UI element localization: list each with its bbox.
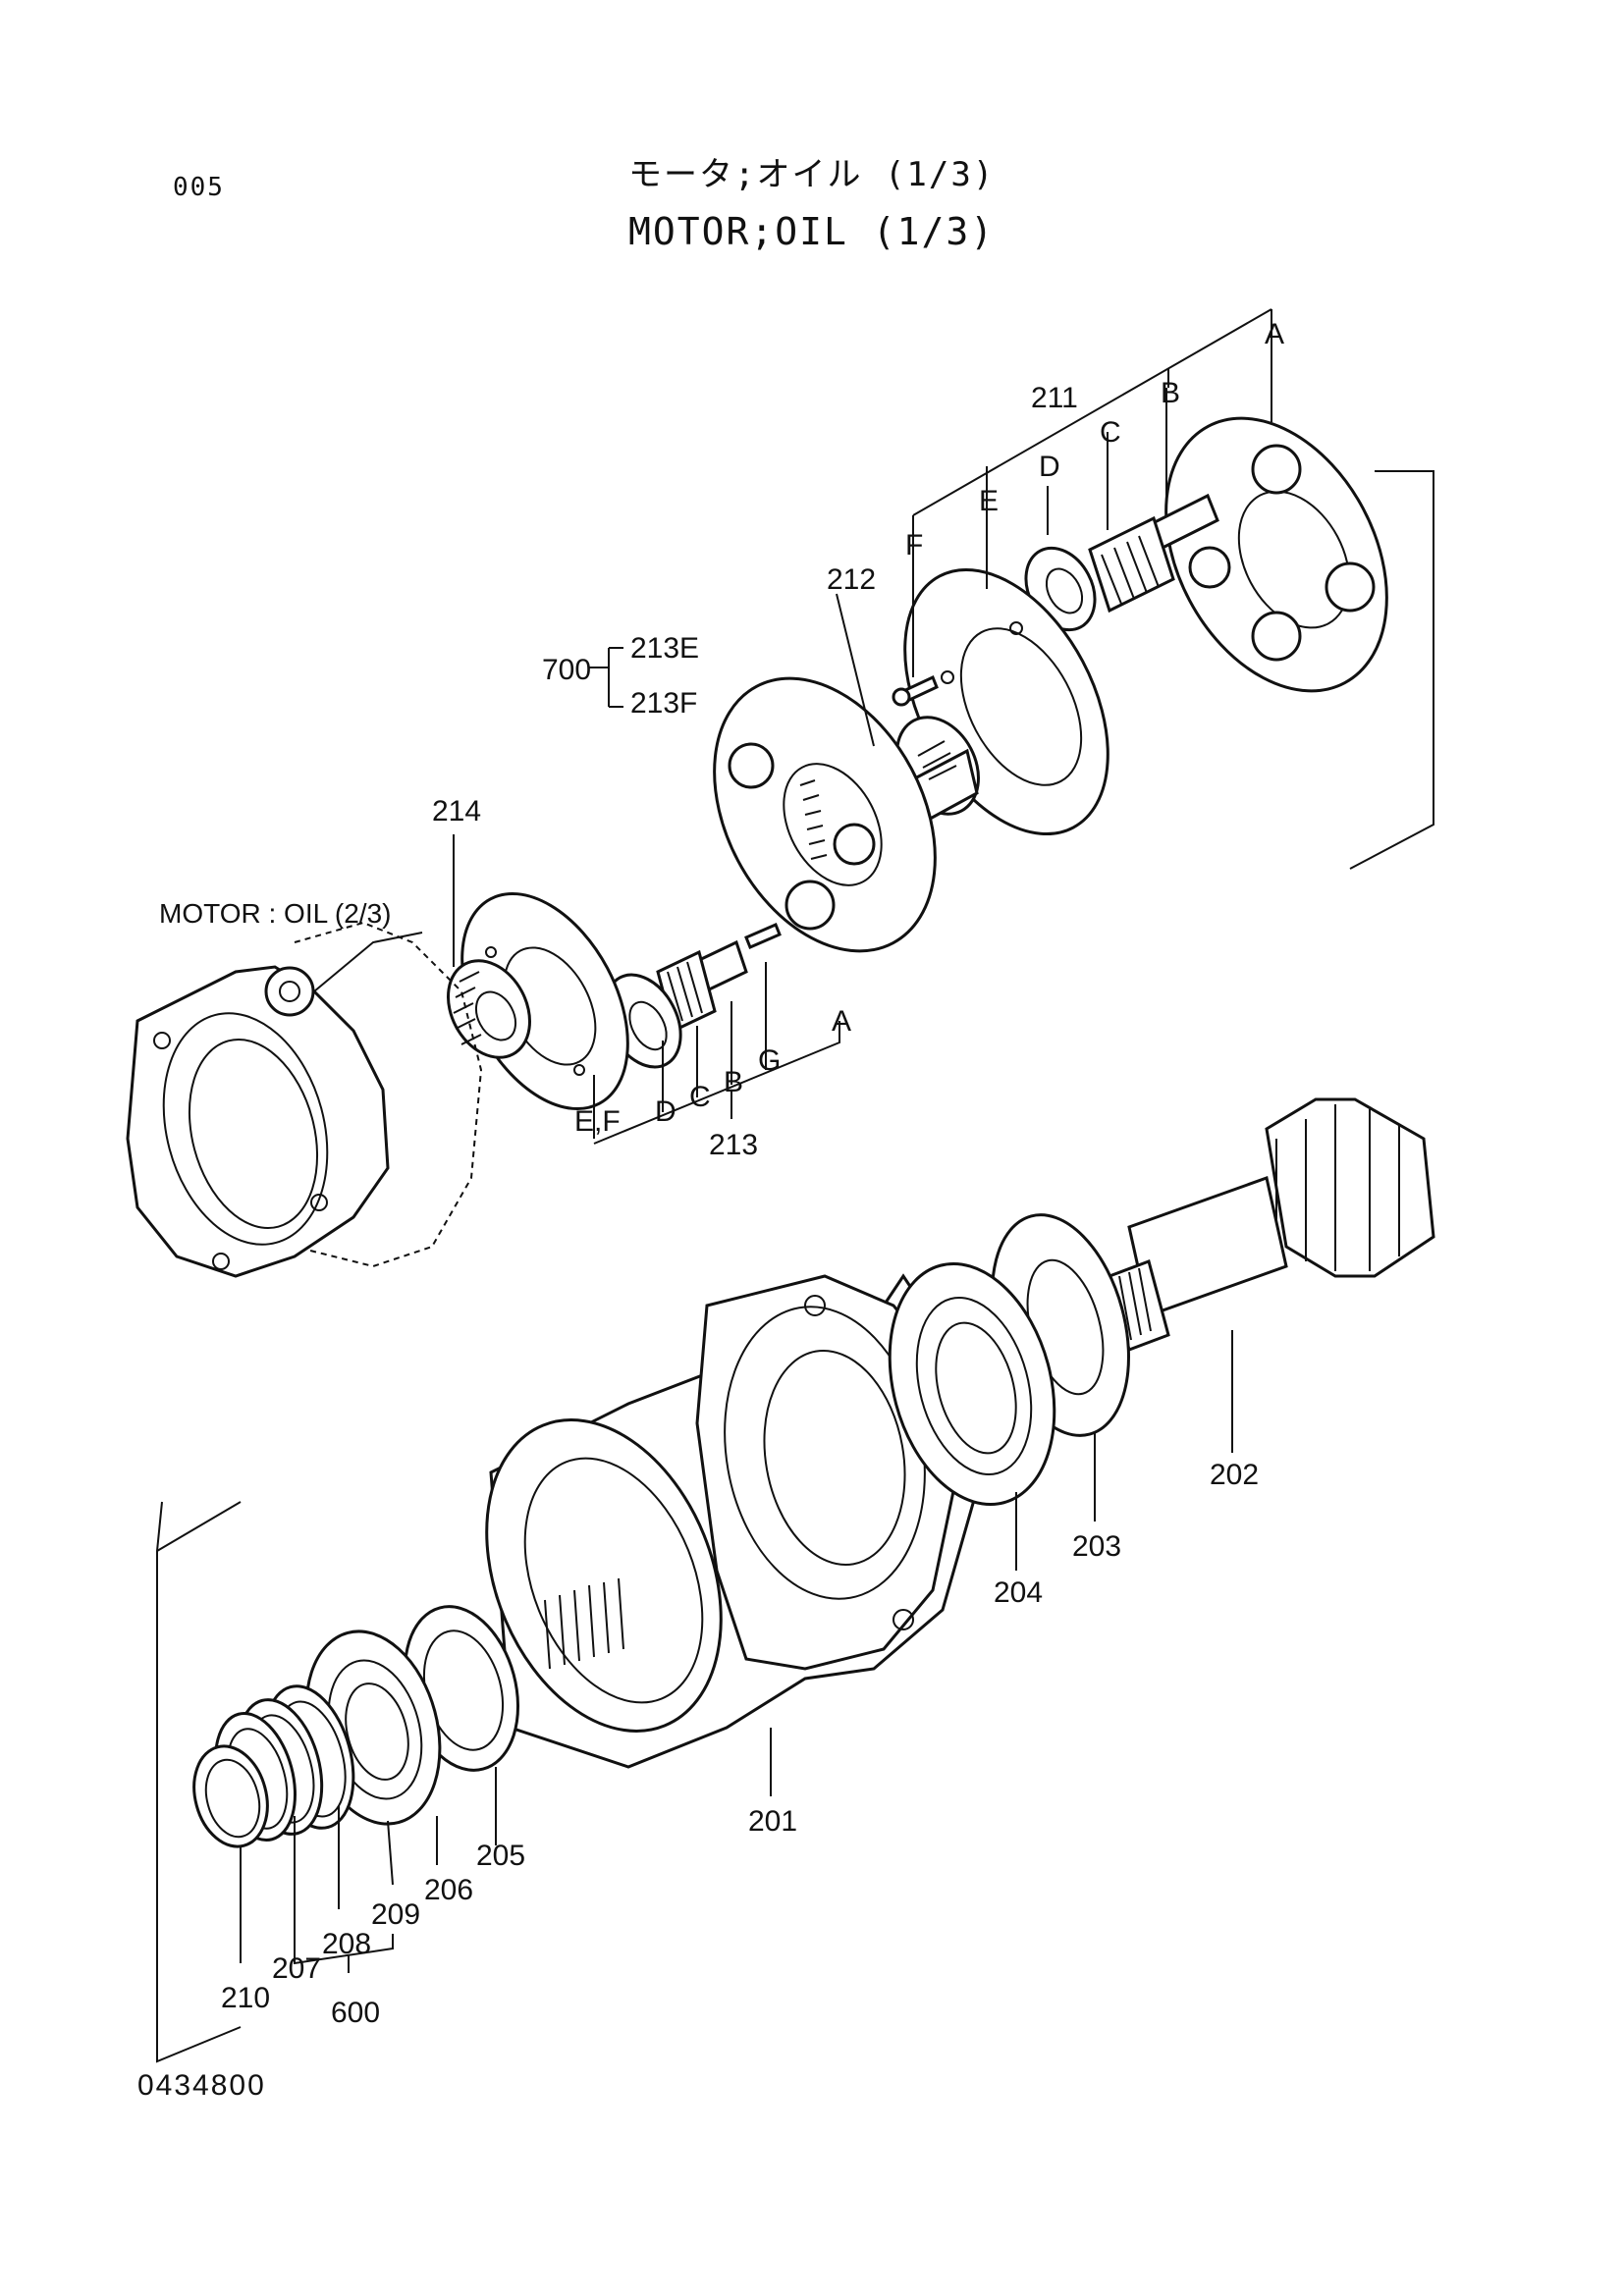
- carrier-plate-a-top: [1164, 416, 1388, 693]
- callout-203: 203: [1072, 1530, 1121, 1563]
- callout-201: 201: [748, 1805, 797, 1838]
- callout-206: 206: [424, 1874, 473, 1906]
- callout-d-top: D: [1039, 451, 1060, 483]
- callout-a-mid: A: [832, 1005, 851, 1038]
- callout-213e: 213E: [630, 632, 699, 665]
- callout-205: 205: [476, 1840, 525, 1872]
- callout-e-top: E: [979, 485, 999, 517]
- callout-c-top: C: [1100, 416, 1121, 449]
- snap-ring-210: [192, 1744, 269, 1848]
- callout-208: 208: [322, 1928, 371, 1960]
- callout-b-mid: B: [724, 1066, 743, 1098]
- callout-210: 210: [221, 1982, 270, 2014]
- callout-c-mid: C: [689, 1081, 711, 1113]
- page-title-japanese: モータ;オイル (1/3): [628, 155, 996, 194]
- bearing-204: [888, 1261, 1056, 1507]
- callout-212: 212: [827, 563, 876, 596]
- callout-a-top: A: [1265, 318, 1284, 350]
- page-title: MOTOR;OIL (1/3): [628, 210, 996, 253]
- callout-600: 600: [331, 1997, 380, 2029]
- callout-214: 214: [432, 795, 481, 828]
- callout-209: 209: [371, 1898, 420, 1931]
- needle-bearing-c-top: [1088, 515, 1175, 614]
- callout-d-mid: D: [655, 1095, 676, 1128]
- callout-b-top: B: [1161, 377, 1180, 409]
- callout-f-top: F: [905, 529, 923, 561]
- page-code: 005: [173, 173, 225, 202]
- bolt-f-top: [892, 674, 939, 707]
- callout-202: 202: [1210, 1459, 1259, 1491]
- callout-211: 211: [1031, 382, 1078, 414]
- shaft-202: [1108, 1097, 1435, 1352]
- callout-204: 204: [994, 1576, 1043, 1609]
- callout-ef-mid: E,F: [574, 1105, 621, 1138]
- callout-g-mid: G: [758, 1044, 781, 1077]
- drawing-number: 0434800: [137, 2069, 266, 2102]
- callout-700: 700: [542, 654, 591, 686]
- leader-lines: [240, 308, 1272, 1973]
- callout-213f: 213F: [630, 687, 697, 720]
- pin-g-mid: [744, 923, 782, 949]
- carrier-plate-a-mid: [713, 676, 937, 953]
- group-frame-lines: [156, 470, 1434, 2063]
- reference-label: MOTOR : OIL (2/3): [159, 898, 391, 929]
- callout-207: 207: [272, 1952, 321, 1985]
- reference-housing: [126, 921, 483, 1278]
- sun-gear-214: [447, 959, 531, 1059]
- callout-213: 213: [709, 1129, 758, 1161]
